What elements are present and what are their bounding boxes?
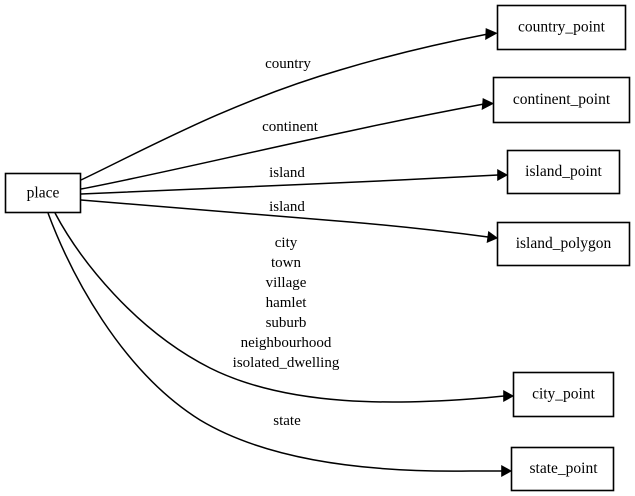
node-label-place: place	[27, 185, 60, 202]
edge-place-to-island-point	[80, 168, 509, 195]
edge-path-continent	[80, 103, 485, 190]
edge-label-continent: continent	[262, 119, 319, 135]
edge-label-city-line-6: neighbourhood	[241, 335, 332, 351]
edge-path-country	[80, 33, 489, 181]
node-label-continent-point: continent_point	[513, 91, 611, 108]
edge-label-state: state	[273, 413, 301, 429]
node-label-state-point: state_point	[529, 460, 598, 477]
node-country-point[interactable]: country_point	[496, 4, 627, 51]
node-label-island-polygon: island_polygon	[516, 235, 612, 252]
edge-path-state	[47, 212, 502, 472]
arrowhead-state	[501, 464, 513, 478]
arrowhead-country	[485, 28, 498, 41]
edge-path-island-point	[80, 174, 499, 195]
edge-place-to-country-point	[80, 28, 498, 181]
node-city-point[interactable]: city_point	[512, 371, 615, 418]
edge-label-city-line-3: village	[266, 275, 307, 291]
node-island-polygon[interactable]: island_polygon	[496, 221, 631, 267]
node-label-city-point: city_point	[532, 386, 596, 403]
edge-label-city-multiline: city town village hamlet suburb neighbou…	[233, 235, 340, 371]
edge-label-city-line-7: isolated_dwelling	[233, 355, 340, 371]
node-island-point[interactable]: island_point	[506, 149, 621, 195]
node-label-island-point: island_point	[525, 163, 602, 180]
edge-place-to-continent-point	[80, 98, 495, 190]
edge-label-country: country	[265, 56, 311, 72]
edge-label-island-polygon: island	[269, 199, 305, 215]
edge-label-city-line-5: suburb	[266, 315, 307, 331]
edge-label-city-line-1: city	[275, 235, 298, 251]
node-place[interactable]: place	[4, 172, 82, 214]
edge-place-to-city-point	[54, 212, 515, 403]
edge-label-city-line-4: hamlet	[266, 295, 308, 311]
edge-path-island-polygon	[80, 199, 489, 238]
node-state-point[interactable]: state_point	[510, 446, 615, 492]
node-continent-point[interactable]: continent_point	[492, 76, 631, 124]
node-label-country-point: country_point	[518, 19, 606, 36]
arrowhead-continent	[481, 98, 495, 111]
edge-path-city	[54, 212, 505, 403]
arrowhead-island-point	[497, 168, 509, 182]
edge-label-city-line-2: town	[271, 255, 302, 271]
arrowhead-island-polygon	[486, 230, 499, 243]
edge-label-island-point: island	[269, 165, 305, 181]
arrowhead-city	[503, 389, 515, 403]
edge-place-to-island-polygon	[80, 199, 499, 243]
edge-place-to-state-point	[47, 212, 513, 478]
